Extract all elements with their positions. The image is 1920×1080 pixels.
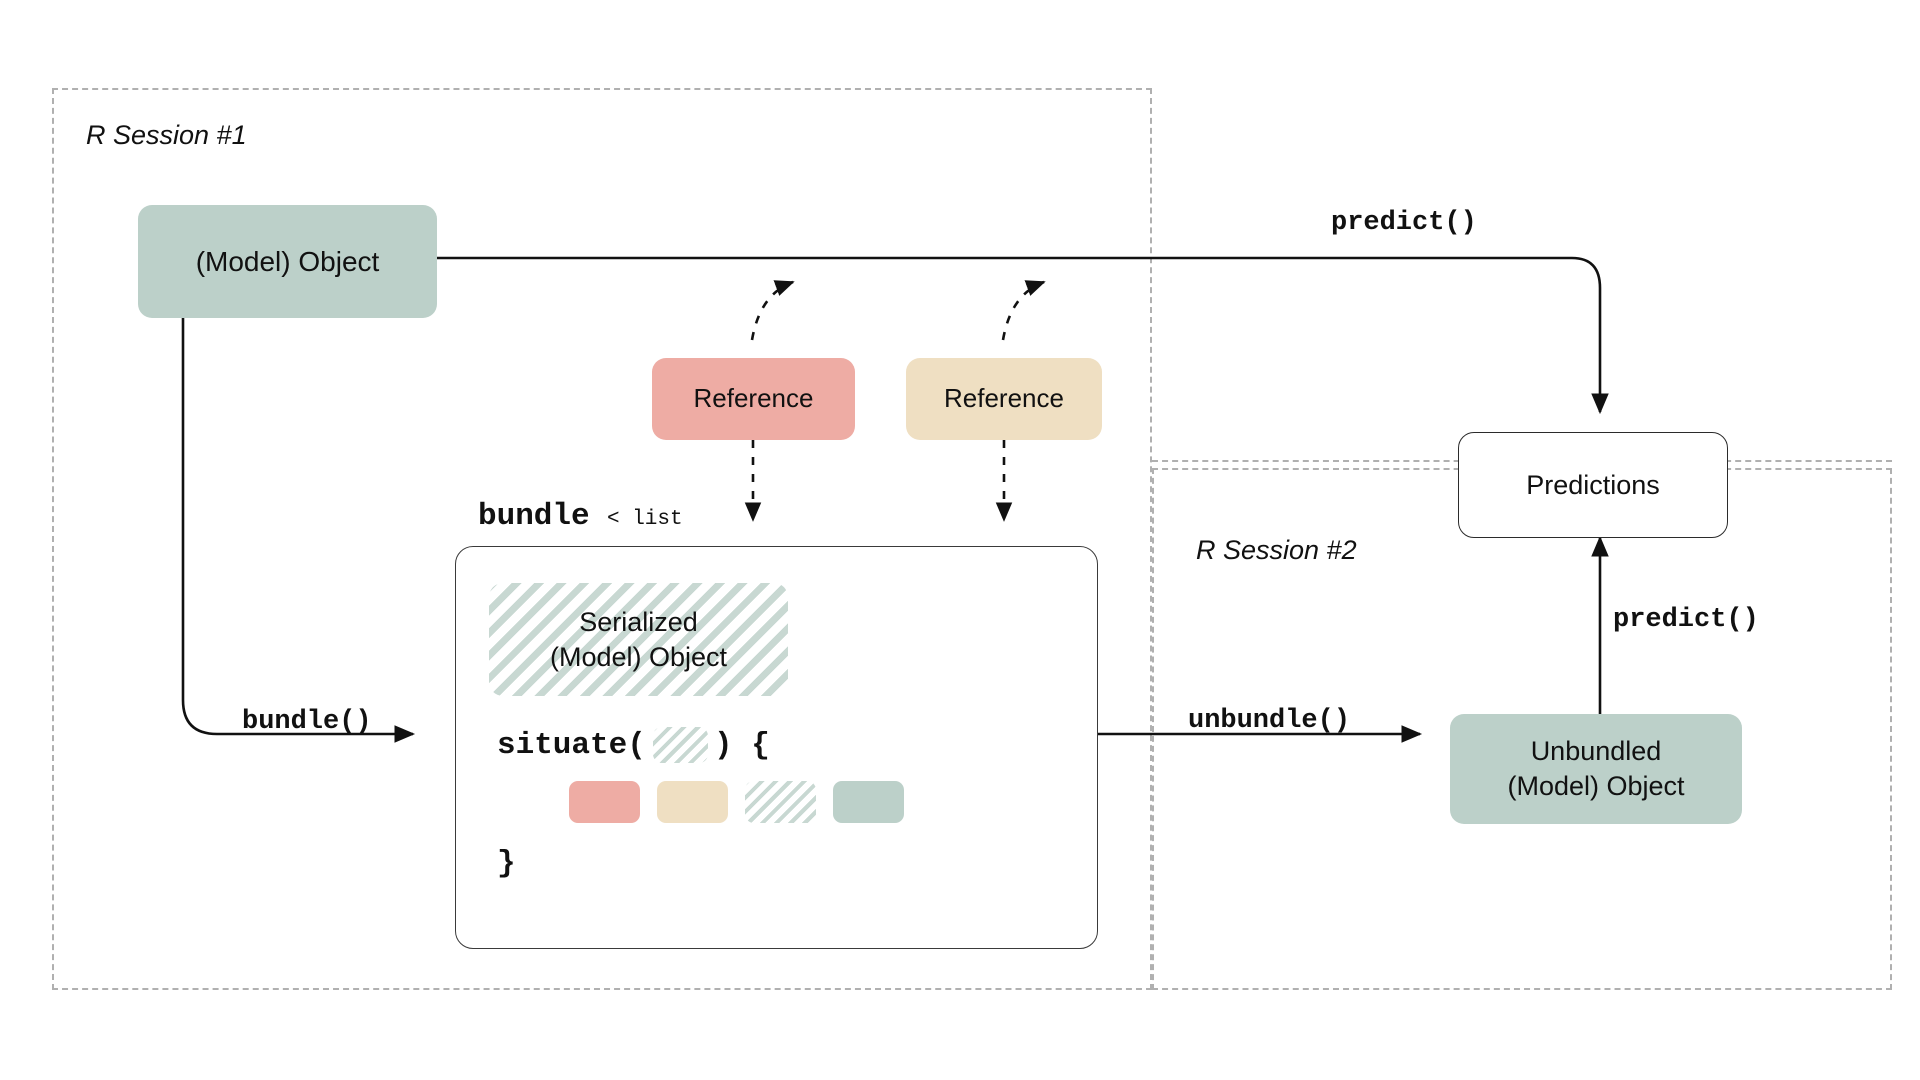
session-frame-r-session-1 xyxy=(52,88,1152,990)
edge-label-predict-top: predict() xyxy=(1331,208,1477,238)
situate-close-label: ) { xyxy=(714,728,770,763)
situate-open-label: situate( xyxy=(497,728,646,763)
reference-pink-swatch xyxy=(569,781,640,823)
unbundled-line-1: Unbundled xyxy=(1530,736,1662,767)
node-predictions[interactable]: Predictions xyxy=(1458,432,1728,538)
node-reference-pink[interactable]: Reference xyxy=(652,358,855,440)
serialized-line-1: Serialized xyxy=(579,606,698,637)
serialized-line-2: (Model) Object xyxy=(549,641,728,672)
edge-label-bundle: bundle() xyxy=(242,707,372,737)
reference-beige-swatch xyxy=(657,781,728,823)
session-label-1: R Session #1 xyxy=(86,120,247,150)
node-reference-beige[interactable]: Reference xyxy=(906,358,1102,440)
bundle-inherits-label: < list xyxy=(607,508,683,531)
situate-close-brace: } xyxy=(497,846,516,881)
session-label-2: R Session #2 xyxy=(1196,535,1357,565)
model-teal-swatch xyxy=(833,781,904,823)
situate-body-swatch-row xyxy=(569,781,904,823)
node-unbundled-model-object[interactable]: Unbundled (Model) Object xyxy=(1450,714,1742,824)
bundle-class-label: bundle xyxy=(478,499,590,534)
node-serialized-model-object[interactable]: Serialized (Model) Object xyxy=(489,583,788,696)
edge-label-predict-right: predict() xyxy=(1613,605,1759,635)
node-model-object[interactable]: (Model) Object xyxy=(138,205,437,318)
serialized-hatched-swatch xyxy=(745,781,816,823)
situate-arg-hatched-swatch xyxy=(653,727,708,763)
edge-label-unbundle: unbundle() xyxy=(1188,706,1351,736)
unbundled-line-2: (Model) Object xyxy=(1507,771,1685,801)
